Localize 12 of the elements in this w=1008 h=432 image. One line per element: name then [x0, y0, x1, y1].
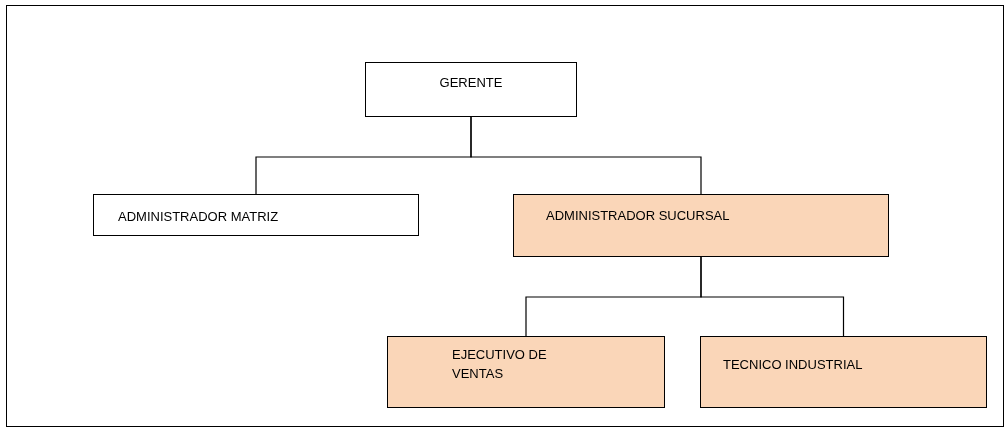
role-title: GERENTE — [439, 74, 503, 92]
role-box — [93, 194, 419, 236]
role-title: EJECUTIVO DE VENTAS — [452, 346, 548, 383]
role-box — [700, 336, 987, 408]
role-title: TECNICO INDUSTRIAL — [723, 356, 863, 374]
connector-line — [700, 256, 845, 337]
connector-line — [470, 116, 702, 195]
role-box — [513, 194, 889, 257]
role-title: ADMINISTRADOR SUCURSAL — [546, 207, 730, 225]
role-box — [365, 62, 577, 117]
role-title: ADMINISTRADOR MATRIZ — [118, 208, 279, 226]
role-box — [387, 336, 665, 408]
